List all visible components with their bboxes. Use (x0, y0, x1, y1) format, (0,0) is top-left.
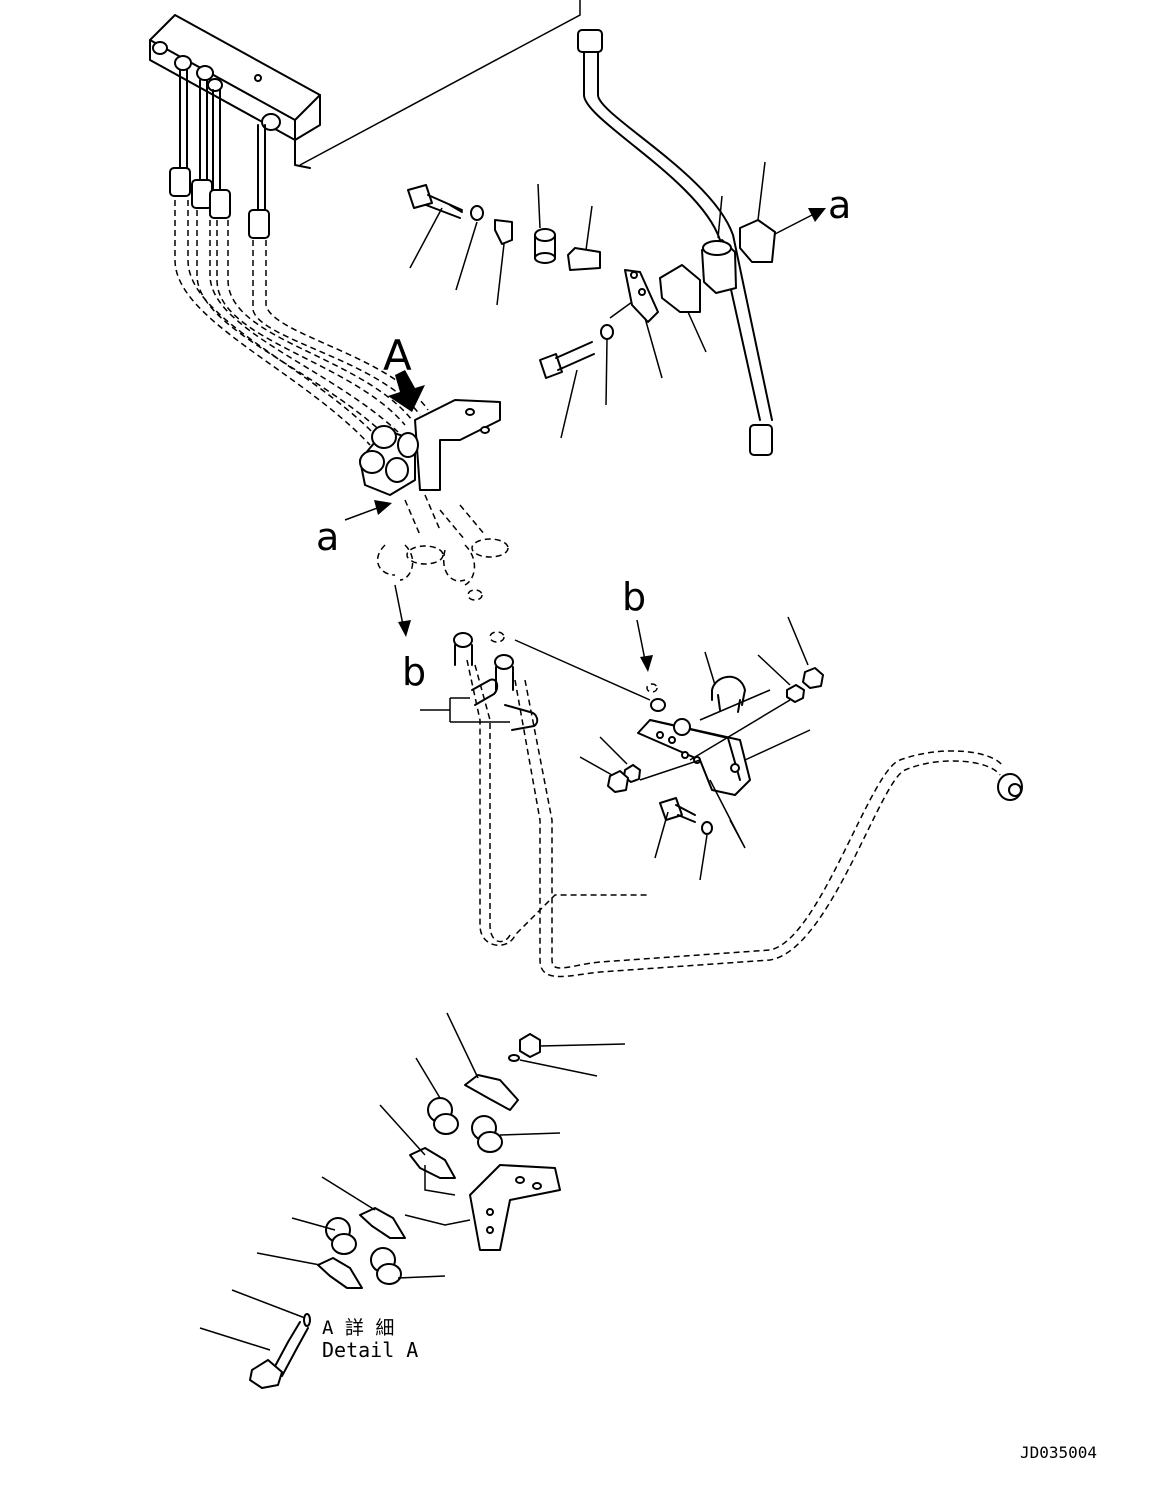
arrow-ref-b-right (636, 619, 653, 672)
ref-a-left-label: a (316, 515, 339, 559)
view-a-label: A (383, 331, 412, 380)
elbow-fittings (376, 494, 509, 643)
ref-b-left-label: b (402, 650, 426, 694)
valve-manifold-block (149, 14, 321, 169)
valve-block-mid (359, 399, 501, 496)
arrow-ref-a-left (344, 500, 392, 521)
detail-a-assembly (199, 1012, 626, 1389)
view-a-arrow (388, 370, 425, 412)
drawing-number: JD035004 (1020, 1443, 1097, 1462)
pipe-u-clamps (420, 639, 651, 731)
lower-pipes (453, 632, 1023, 978)
detail-title-en: Detail A (322, 1338, 418, 1362)
ref-b-right-label: b (622, 575, 646, 619)
long-hose-right (577, 29, 773, 456)
detail-title-jp: A 詳 細 (322, 1317, 394, 1339)
arrow-ref-b-left (394, 584, 411, 637)
pipe-bracket-assembly (579, 616, 824, 881)
manifold-hoses (169, 69, 429, 446)
clamp-assembly (407, 161, 776, 439)
ref-a-top-label: a (828, 183, 851, 227)
arrow-ref-a-top (774, 208, 826, 235)
